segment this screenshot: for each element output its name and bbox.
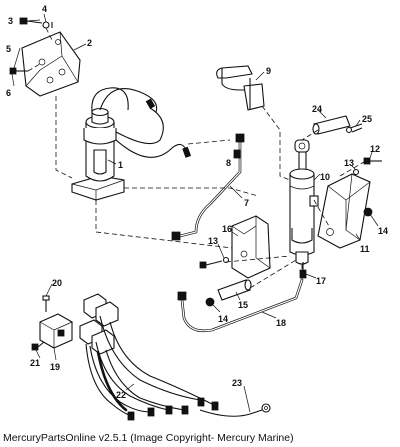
callout-24: 24	[312, 104, 322, 114]
screw-part	[42, 295, 50, 312]
screw-part	[31, 341, 45, 351]
callout-18: 18	[276, 318, 286, 328]
fitting-part	[299, 262, 307, 279]
callout-14b: 14	[218, 314, 228, 324]
callout-labels: 1 2 3 4 5 6 7 8 9 10 11 12 13 13 14 14 1…	[6, 4, 388, 400]
callout-19: 19	[50, 362, 60, 372]
callout-9: 9	[266, 66, 271, 76]
callout-15: 15	[238, 300, 248, 310]
callout-11: 11	[360, 244, 370, 254]
callout-4: 4	[42, 4, 47, 14]
trim-cylinder-part	[289, 139, 319, 265]
callout-14a: 14	[378, 226, 388, 236]
callout-7: 7	[244, 198, 249, 208]
mount-block-part	[231, 215, 271, 279]
lead-terminal	[145, 98, 156, 110]
screw-part	[19, 17, 53, 41]
relay-part	[39, 313, 73, 349]
hydraulic-line	[177, 278, 304, 333]
callout-1: 1	[118, 160, 123, 170]
callout-13a: 13	[344, 158, 354, 168]
cylinder-bracket-part	[317, 173, 371, 249]
callout-21: 21	[30, 358, 40, 368]
wiring-harness-part	[79, 293, 219, 421]
callout-5: 5	[6, 44, 11, 54]
pump-motor-part	[71, 87, 158, 201]
callout-10: 10	[320, 172, 330, 182]
image-caption: MercuryPartsOnline v2.5.1 (Image Copyrig…	[3, 432, 294, 444]
bolt-part	[339, 157, 382, 177]
callout-13b: 13	[208, 236, 218, 246]
bracket-part	[21, 31, 81, 97]
callout-22: 22	[116, 390, 126, 400]
leader-lines	[11, 13, 379, 413]
assembly-lines	[55, 96, 331, 289]
fitting-part	[233, 149, 241, 159]
callout-20: 20	[52, 278, 62, 288]
hydraulic-line	[171, 133, 245, 241]
pump-lead	[115, 107, 164, 145]
callout-25: 25	[362, 114, 372, 124]
lead-terminal	[182, 146, 192, 158]
callout-17: 17	[316, 276, 326, 286]
pivot-pin-part	[217, 279, 252, 301]
callout-12: 12	[370, 144, 380, 154]
callout-3: 3	[8, 16, 13, 26]
pin-part	[312, 115, 351, 135]
callout-8: 8	[226, 158, 231, 168]
callout-23: 23	[232, 378, 242, 388]
bolt-part	[9, 63, 41, 75]
callout-6: 6	[6, 88, 11, 98]
callout-2: 2	[87, 38, 92, 48]
pump-lead	[115, 139, 187, 158]
hose-clip-part	[216, 65, 265, 111]
ground-lead-part	[199, 403, 271, 417]
callout-16: 16	[222, 224, 232, 234]
bolt-part	[199, 256, 230, 269]
